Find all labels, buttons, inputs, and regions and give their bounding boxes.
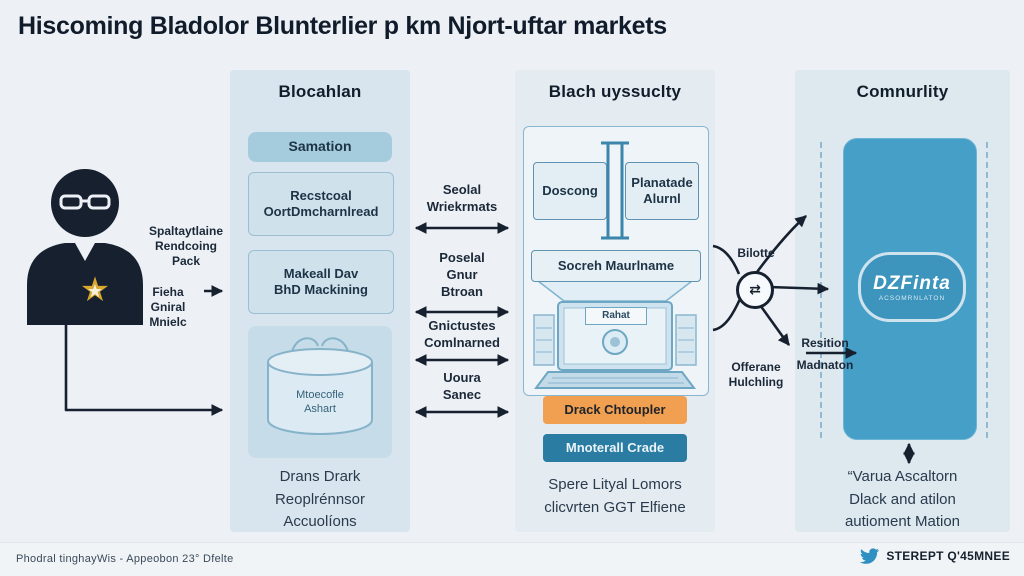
teal-box: Mnoterall Crade [543, 434, 687, 462]
planatade-box: Planatade Alurnl [625, 162, 699, 220]
security-header: Blach uyssuclty [548, 82, 682, 101]
samation-box: Samation [248, 132, 392, 162]
blockchain-footer-text: Drans Drark Reoplrénnsor Accuolíons [274, 468, 366, 530]
community-dashed-line-left [820, 142, 822, 438]
footer-left-text: Phodral tinghayWis - Appeobon 23° Dfelte [16, 553, 234, 565]
bridge-label-bottom: Offerane Hulchling [728, 360, 784, 389]
community-side-label-2: Madnaton [796, 358, 854, 372]
community-side-label-1: Resition [801, 336, 849, 350]
blockchain-header: Blocahlan [278, 82, 362, 101]
bird-icon [860, 548, 880, 564]
exchange-icon: ⇄ [736, 271, 774, 309]
footer-bar [0, 542, 1024, 576]
laptop-screen-label: Rahat [585, 307, 647, 325]
search-box: Socreh Maurlname [531, 250, 701, 282]
link-label-1: Seolal Wriekrmats [426, 182, 498, 214]
svg-text:★: ★ [80, 270, 110, 310]
person-label-top: Spaltaytlaine Rendcoing Pack [148, 224, 224, 268]
database-label: Mtoecofle Ashart [296, 389, 344, 416]
community-logo-text: DZFinta [873, 272, 951, 294]
doscong-box: Doscong [533, 162, 607, 220]
arrow-person-to-database [64, 324, 224, 416]
footer-right-text: STEREPT Q'45MNEE [886, 549, 1010, 563]
link-label-2: Poselal Gnur Btroan [439, 250, 485, 299]
person-label-bottom: Fieha Gniral Mnielc [149, 285, 187, 329]
bridge-label-top: Bilotte [737, 246, 775, 260]
exchange-glyph: ⇄ [749, 282, 761, 298]
link-label-4: Uoura Sanec [442, 370, 482, 402]
page-title: Hiscoming Bladolor Blunterlier p km Njor… [18, 12, 667, 40]
community-logo-oval: DZFinta acsomrnlaton [858, 252, 966, 322]
orange-box: Drack Chtoupler [543, 396, 687, 424]
community-logo-subtext: acsomrnlaton [878, 294, 946, 302]
footer-right: STEREPT Q'45MNEE [820, 547, 1010, 565]
link-label-3: Gnictustes Comlnarned [424, 318, 500, 350]
community-header: Comnurlity [856, 82, 949, 101]
community-footer-text: “Varua Ascaltorn Dlack and atilon autiom… [844, 468, 961, 530]
recstcoal-box: Recstcoal OortDmcharnlread [248, 172, 394, 236]
line-security-to-exchange-bottom [712, 298, 742, 332]
star-badge-icon: ★ ★ [80, 270, 110, 310]
security-footer-text: Spere Lityal Lomors clicvrten GGT Elfien… [544, 476, 686, 516]
person-icon: ★ ★ [27, 169, 143, 325]
makeall-box: Makeall Dav BhD Mackining [248, 250, 394, 314]
svg-text:★: ★ [87, 281, 103, 302]
community-dashed-line-right [986, 142, 988, 438]
